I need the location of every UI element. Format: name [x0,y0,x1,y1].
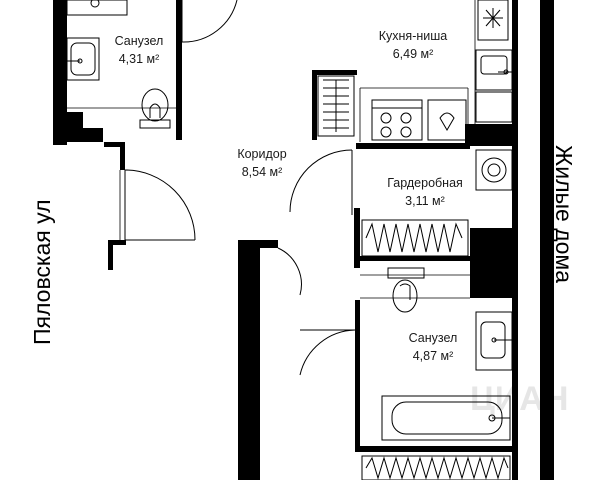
wall-bath-bottom [355,446,515,452]
wall-bath-top-right [176,0,182,140]
wardrobe-rail [361,219,469,257]
sink-bottom-icon [475,311,513,371]
radiator-bottom [361,455,511,480]
doors [124,0,356,376]
kitchen-name: Кухня-ниша [379,29,448,43]
wall-bath-bottom-left [355,300,360,450]
kitchen-bowl-icon [427,99,467,141]
door-bath-top [181,0,238,43]
stove-icon [371,99,423,141]
wall-left-pillar [53,112,83,142]
kitchen-sink-icon [475,49,513,91]
toilet-top-icon [139,88,171,129]
bathroom-bottom-area: 4,87 м² [413,349,454,363]
wall-living-left [238,240,260,480]
shaft [470,228,516,298]
walls [53,0,554,480]
wall-bath-top-bottom [83,128,103,142]
fridge-icon [477,0,509,41]
wardrobe-area: 3,11 м² [405,194,445,208]
wall-kitchen-bottom-right [465,124,515,146]
wall-wardrobe-bottom [356,256,470,261]
wall-wardrobe-top [356,143,470,149]
wall-kitchen-stub [312,70,357,75]
door-bath-bottom [299,329,356,376]
corridor-name: Коридор [237,147,286,161]
bathroom-bottom-name: Санузел [409,331,458,345]
bathroom-top-area: 4,31 м² [119,52,160,66]
bathroom-top-name: Санузел [115,34,164,48]
wall-left-outer [53,0,67,145]
street-left-label: Пяловская ул [29,199,55,345]
wardrobe-name: Гардеробная [387,176,463,190]
kitchen-counter [475,91,513,123]
sink-top-icon [66,37,100,81]
toilet-bottom-icon [387,267,425,313]
shower-top [66,0,128,16]
partitions [67,0,476,299]
radiator-kitchen [317,75,355,137]
bathtub-icon [381,395,511,441]
kitchen-area: 6,49 м² [393,47,434,61]
washing-machine-icon [475,149,513,191]
door-living [277,247,302,296]
corridor-area: 8,54 м² [242,165,283,179]
wall-right-outer [540,0,554,480]
street-right-label: Жилые дома [551,145,577,283]
door-entrance [124,169,196,241]
